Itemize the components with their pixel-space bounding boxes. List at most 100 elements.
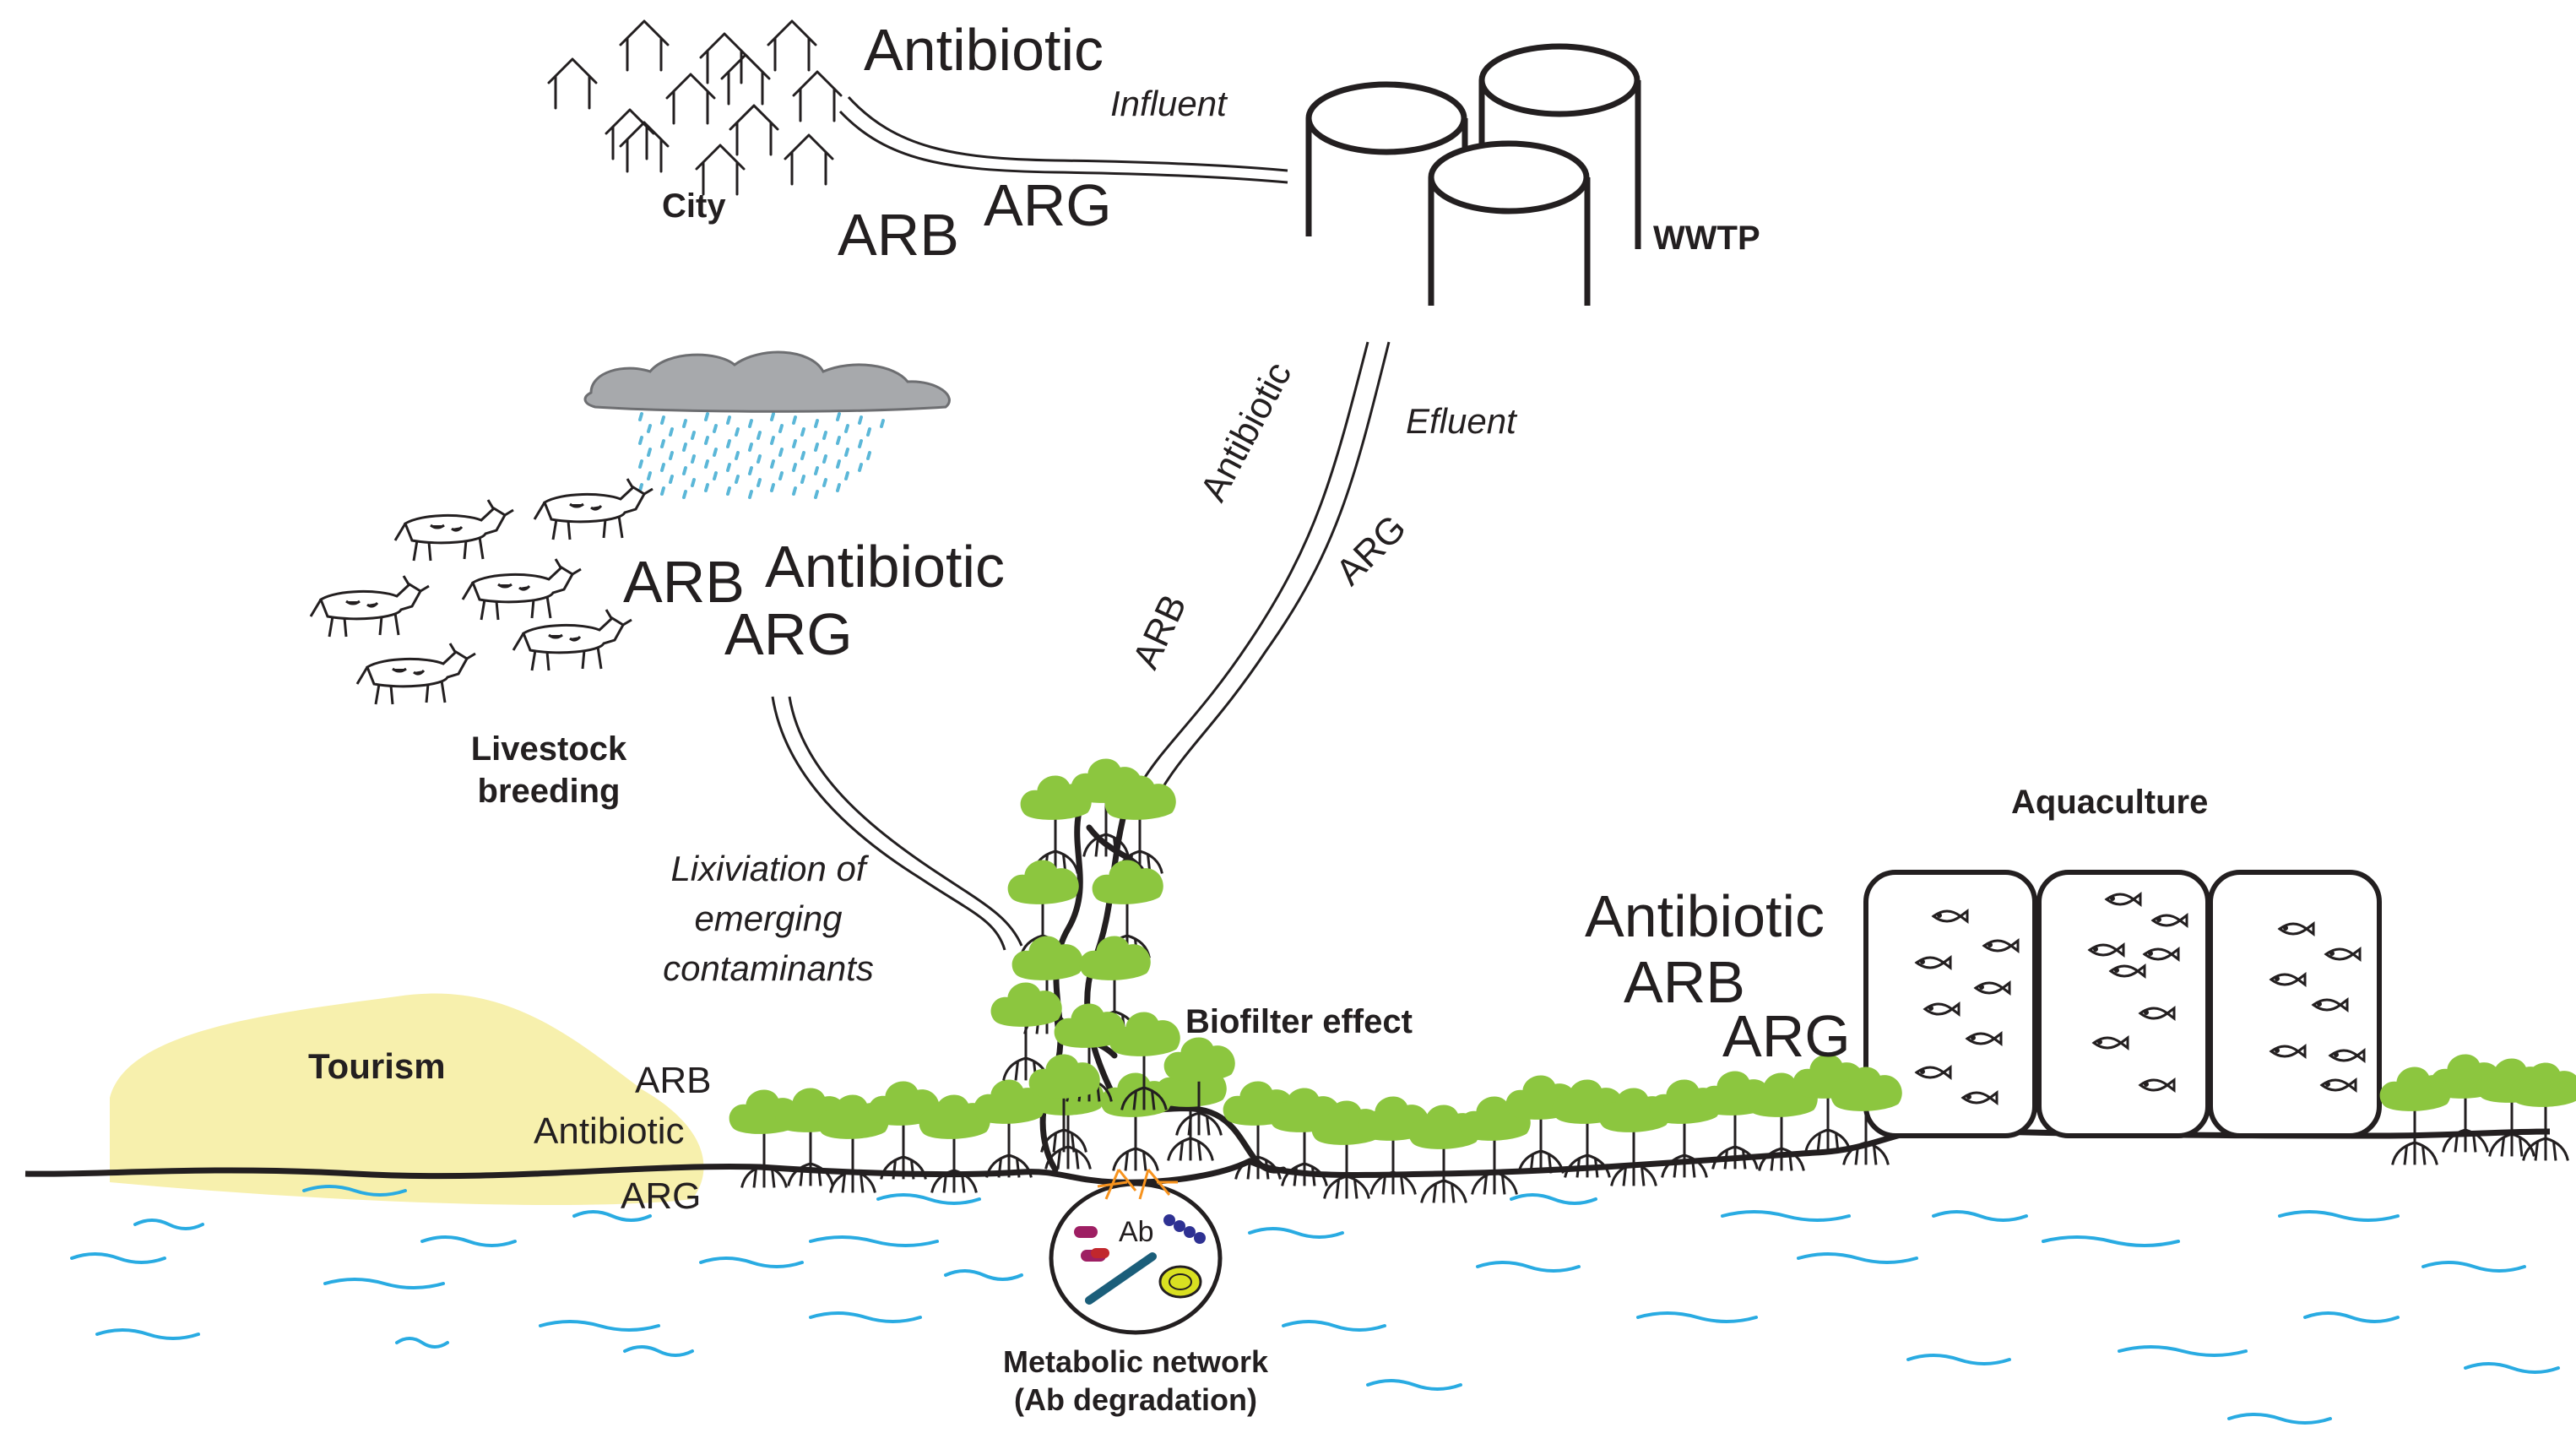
mangrove-tree-icon — [1109, 1012, 1180, 1110]
fish-icon — [1973, 980, 2011, 996]
fish-icon — [1982, 938, 2020, 953]
pond-3 — [2208, 870, 2382, 1138]
fish-icon — [1931, 909, 1969, 924]
water-waves — [70, 1185, 2560, 1425]
tourism-arg-label: ARG — [621, 1175, 702, 1217]
city-arg-label: ARG — [984, 172, 1112, 238]
tourism-arb-label: ARB — [635, 1060, 712, 1101]
pond-1 — [1863, 870, 2037, 1138]
livestock-arb-label: ARB — [623, 549, 745, 615]
fish-icon — [2311, 997, 2349, 1012]
fish-icon — [1960, 1090, 1998, 1105]
effluent-pipe — [1138, 341, 1369, 786]
cow-icon — [461, 558, 582, 621]
house-icon — [792, 70, 843, 122]
fish-icon — [2269, 972, 2307, 987]
house-icon — [605, 108, 655, 160]
house-icon — [665, 73, 716, 125]
influent-label: Influent — [1110, 84, 1227, 123]
fish-icon — [2138, 1006, 2176, 1021]
mangrove-tree-icon — [1163, 1037, 1235, 1136]
house-icon — [547, 57, 598, 110]
ab-label: Ab — [1119, 1216, 1154, 1248]
fish-icon — [1923, 1001, 1960, 1017]
city-label: City — [662, 187, 726, 225]
bacteria-icon — [1085, 1252, 1157, 1305]
fish-icon — [2091, 1035, 2129, 1050]
bacteria-icon — [1158, 1265, 1202, 1299]
livestock-antibiotic-label: Antibiotic — [765, 534, 1006, 600]
mangrove-tree-icon — [868, 1081, 940, 1180]
pond-2 — [2036, 870, 2210, 1138]
aquaculture-arb-label: ARB — [1624, 949, 1745, 1015]
fish-icon — [1965, 1031, 2003, 1046]
cow-icon — [512, 609, 632, 671]
aquaculture-label: Aquaculture — [2011, 784, 2209, 821]
lixiviation-pipe — [771, 696, 1006, 951]
fish-school — [1914, 892, 2366, 1105]
city-antibiotic-label: Antibiotic — [864, 17, 1104, 83]
mangrove-tree-icon — [1104, 775, 1176, 874]
fish-icon — [1914, 955, 1952, 970]
cow-icon — [533, 478, 653, 540]
tourism-label: Tourism — [308, 1046, 446, 1086]
biofilter-label: Biofilter effect — [1185, 1003, 1413, 1040]
fish-icon — [2328, 1048, 2366, 1063]
tourism-antibiotic-label: Antibiotic — [534, 1110, 685, 1152]
house-icon — [767, 19, 817, 72]
fish-icon — [2142, 947, 2180, 962]
house-icon — [619, 19, 670, 72]
root-hair-icon — [1097, 1169, 1178, 1200]
mangrove-tree-icon — [1598, 1088, 1670, 1186]
bacteria-icon — [1163, 1214, 1206, 1244]
house-icon — [699, 32, 750, 84]
fish-icon — [2138, 1077, 2176, 1093]
aquaculture-antibiotic-label: Antibiotic — [1585, 883, 1825, 949]
mangrove-tree-icon — [990, 982, 1062, 1081]
wwtp-tank-icon — [1305, 43, 1641, 306]
fish-icon — [2150, 913, 2188, 928]
mangrove-tree-icon — [1028, 1054, 1100, 1153]
mangrove-tree-icon — [1649, 1079, 1721, 1178]
fish-icon — [2277, 921, 2315, 936]
bacteria-icon — [1074, 1226, 1098, 1238]
house-icon — [784, 133, 834, 186]
fish-icon — [2087, 942, 2125, 958]
cow-icon — [355, 643, 476, 705]
fish-icon — [2319, 1077, 2357, 1093]
metabolic-network-circle — [1049, 1169, 1223, 1335]
effluent-label: Efluent — [1406, 401, 1516, 441]
wwtp-label: WWTP — [1653, 220, 1760, 257]
bacteria-icon — [1091, 1248, 1109, 1258]
city-houses — [547, 19, 843, 196]
house-icon — [619, 121, 670, 173]
lixiviation-label: Lixiviation of emerging contaminants — [663, 849, 874, 988]
house-icon — [720, 53, 771, 106]
cow-icon — [309, 575, 430, 638]
livestock-label: Livestock breeding — [470, 730, 627, 810]
fish-icon — [1914, 1065, 1952, 1080]
influent-pipe — [847, 95, 1288, 172]
tourism-sand-area — [110, 993, 704, 1206]
city-arb-label: ARB — [838, 202, 959, 268]
mangrove-tree-icon — [973, 1079, 1045, 1178]
aquaculture-arg-label: ARG — [1722, 1003, 1851, 1069]
aquaculture-ponds — [1863, 870, 2382, 1138]
metabolic-network-label: Metabolic network (Ab degradation) — [1002, 1344, 1269, 1417]
fish-icon — [2324, 947, 2362, 962]
fish-icon — [2104, 892, 2142, 907]
house-icon — [695, 144, 746, 196]
mangrove-tree-icon — [2510, 1062, 2576, 1161]
cow-icon — [393, 499, 514, 562]
house-icon — [729, 104, 779, 156]
livestock-herd — [309, 478, 653, 705]
rain-cloud-icon — [583, 350, 951, 499]
fish-icon — [2108, 963, 2146, 979]
mangrove-tree-icon — [919, 1094, 990, 1193]
mangrove-tree-icon — [1408, 1105, 1480, 1203]
fish-icon — [2269, 1044, 2307, 1059]
mangrove-forest — [729, 758, 2576, 1203]
livestock-arg-label: ARG — [724, 601, 853, 667]
